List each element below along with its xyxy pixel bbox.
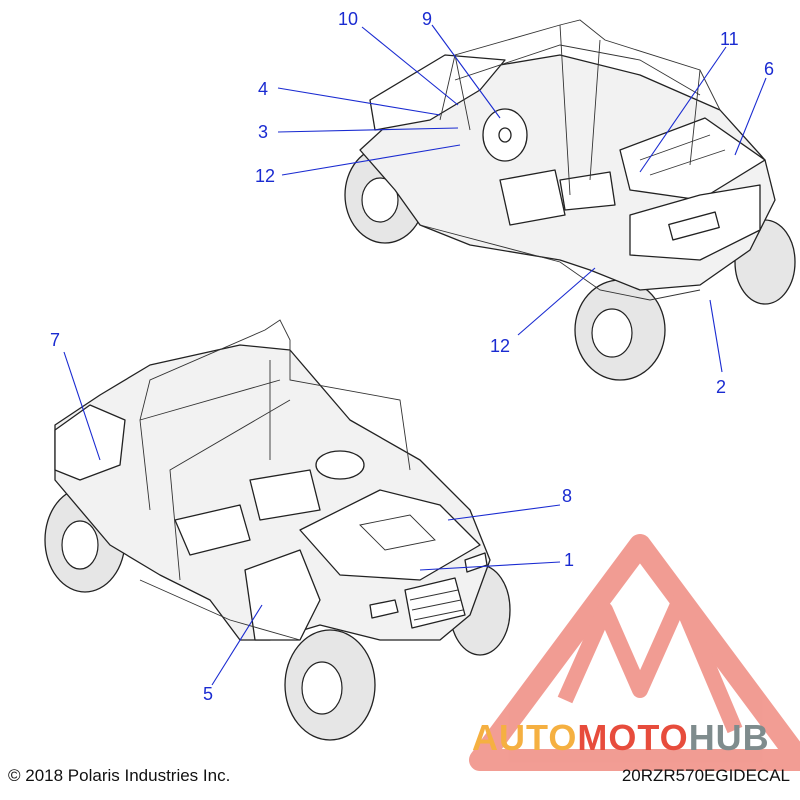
callout-10: 10 — [338, 9, 358, 29]
callout-7: 7 — [50, 330, 60, 350]
callout-11: 11 — [720, 29, 739, 49]
callout-2: 2 — [716, 377, 726, 397]
vehicle-rear-view — [344, 19, 796, 381]
watermark-logo — [469, 534, 800, 771]
callout-12-top: 12 — [255, 166, 275, 186]
callout-4: 4 — [258, 79, 268, 99]
watermark-text: AUTOMOTOHUB — [472, 717, 770, 758]
callout-5: 5 — [203, 684, 213, 704]
callout-9: 9 — [422, 9, 432, 29]
callout-1: 1 — [564, 550, 574, 570]
callout-labels: 10 9 11 6 4 3 12 12 2 7 8 1 5 — [50, 9, 774, 704]
callout-3: 3 — [258, 122, 268, 142]
vehicle-front-view — [44, 319, 511, 741]
callout-6: 6 — [764, 59, 774, 79]
callout-12-bottom: 12 — [490, 336, 510, 356]
callout-leaders — [63, 24, 767, 686]
callout-8: 8 — [562, 486, 572, 506]
copyright-text: © 2018 Polaris Industries Inc. — [8, 766, 231, 785]
drawing-code: 20RZR570EGIDECAL — [621, 766, 790, 785]
